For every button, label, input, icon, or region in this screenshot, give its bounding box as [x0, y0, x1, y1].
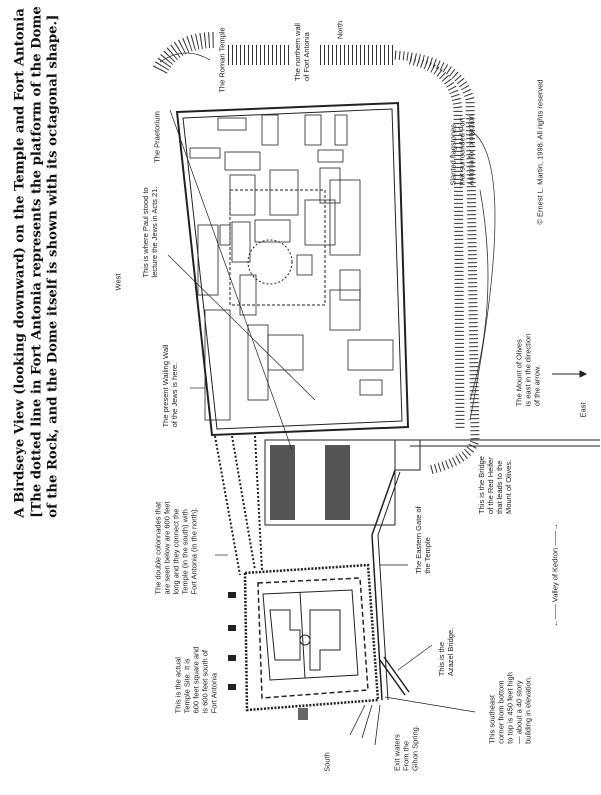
- temple-towers: [228, 592, 308, 720]
- compass-north: North: [335, 20, 345, 40]
- compass-south: South: [322, 752, 332, 772]
- label-azazel-bridge: This is the Azazel Bridge.: [437, 627, 455, 677]
- eastern-wall: [371, 469, 396, 701]
- diagram-title: A Birdseye View (looking downward) on th…: [12, 6, 61, 518]
- temple-site-outline: [243, 563, 380, 712]
- label-eastern-gate: The Eastern Gate of the Temple: [414, 506, 432, 574]
- fort-buildings: [189, 114, 394, 421]
- label-wailing-wall: The present Wailing Wall of the Jews is …: [161, 344, 179, 428]
- label-temple-site: This is the actual Temple Site. It is 60…: [173, 646, 219, 714]
- east-arrow: [552, 370, 588, 378]
- label-red-heifer-bridge: This is the Bridge of the Red Heifer tha…: [477, 456, 513, 514]
- label-northern-wall: The northern wall of Fort Antonia: [293, 23, 311, 81]
- label-mount-olives: The Mount of Olives is east in the direc…: [514, 333, 542, 407]
- double-colonnades: [214, 435, 263, 576]
- label-southeast-corner: This southeast corner from bottom to top…: [487, 672, 533, 744]
- label-paul: This is where Paul stood to lecture the …: [141, 186, 159, 278]
- temple-inner-court: [262, 589, 359, 681]
- dome-platform-dotted: [229, 189, 326, 306]
- label-roman-temple: The Roman Temple: [217, 27, 227, 93]
- label-praetorium: The Praetorium: [152, 111, 162, 163]
- temple-gate-building: [264, 439, 421, 526]
- dome-of-rock: [247, 239, 293, 285]
- label-flagstones: Slanted flagstones that surrounded Fort …: [448, 114, 476, 186]
- copyright: © Ernest L. Martin, 1998. All rights res…: [535, 79, 545, 225]
- gihon-waters: [349, 704, 381, 746]
- azazel-bridge: [379, 656, 410, 696]
- label-colonnades: The double colonnades that are seen belo…: [153, 501, 199, 595]
- flagstones-hatching: [152, 32, 496, 475]
- label-valley-kedron: ←—— Valley of Kedron ——→: [550, 523, 560, 627]
- compass-west: West: [113, 273, 123, 291]
- red-heifer-bridge: [410, 439, 600, 447]
- fort-antonia-outline: [175, 101, 410, 437]
- pointer-lines: [167, 109, 476, 713]
- label-gihon-spring: Exit waters From the Gihon Spring.: [392, 725, 420, 771]
- compass-east: East: [578, 402, 588, 418]
